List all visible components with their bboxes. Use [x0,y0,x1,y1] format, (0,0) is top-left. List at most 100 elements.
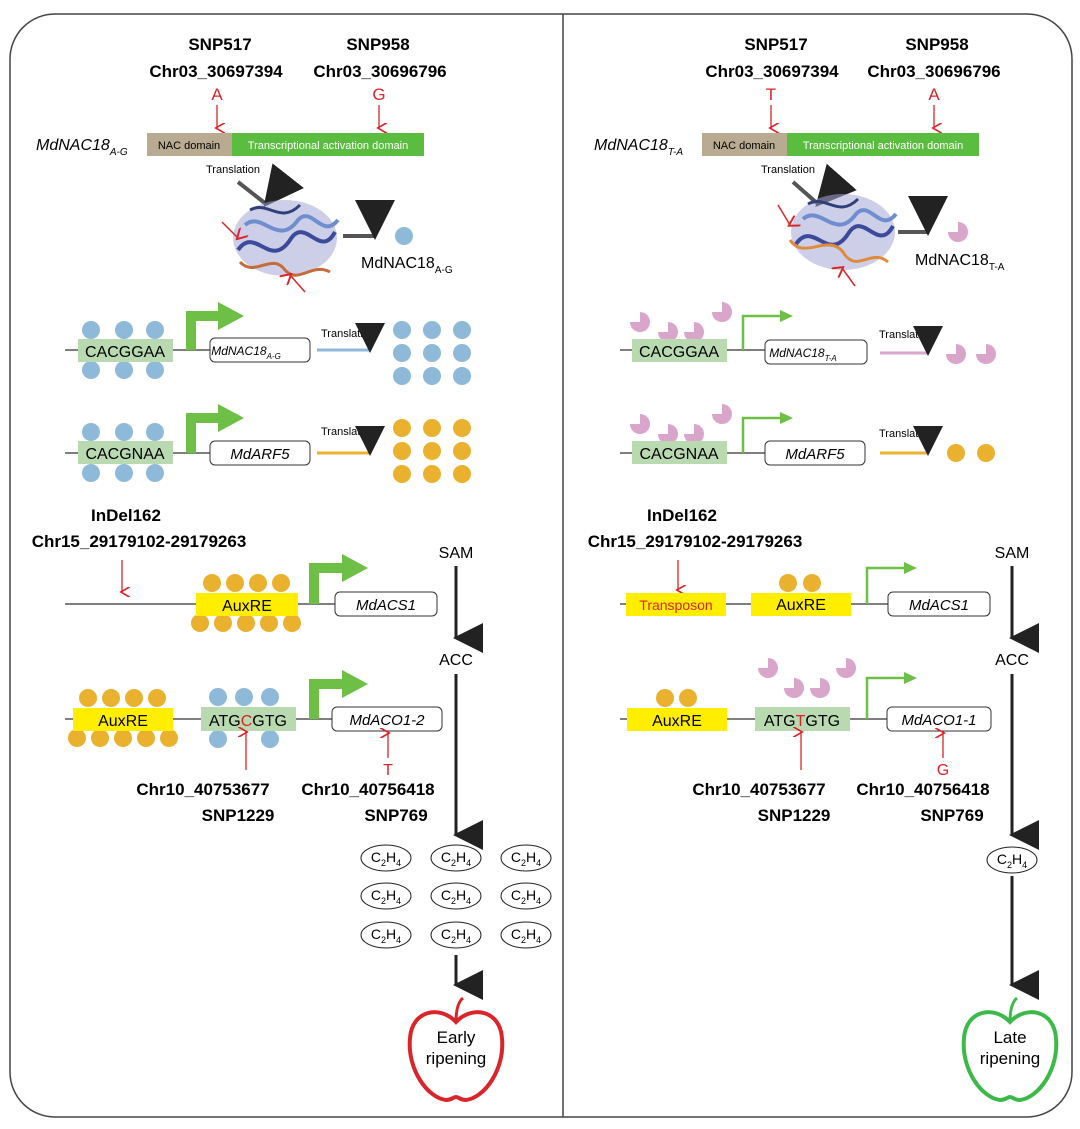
c2h4-c: C [441,926,451,942]
svg-text:C2H4: C2H4 [441,849,471,868]
right-indel-pos: Chr15_29179102-29179263 [588,532,803,551]
left-snp958-name: SNP958 [346,35,409,54]
c2h4-c-sub: 2 [381,858,386,868]
left-snp517-name: SNP517 [188,35,251,54]
right-gene2: MdARF5 [785,446,845,463]
right-auxre-1: AuxRE [776,597,826,614]
right-indel-name: InDel162 [647,506,717,525]
left-aco: MdACO1-2 [349,712,425,729]
left-ta-domain-label: Transcriptional activation domain [248,140,408,152]
left-gene2: MdARF5 [230,446,290,463]
right-acs: MdACS1 [909,597,969,614]
left-aco-motif-post: GTG [252,713,287,730]
right-motif2: CACGNAA [639,446,718,463]
right-gene1-name: MdNAC18 [769,346,825,360]
c2h4-c: C [997,851,1007,867]
svg-text:ATGCGTG: ATGCGTG [209,713,287,730]
right-aco-motif-pre: ATG [764,713,796,730]
left-acs: MdACS1 [356,597,416,614]
svg-text:C2H4: C2H4 [997,851,1027,870]
c2h4-c: C [511,849,521,865]
c2h4-h: H [456,887,466,903]
right-auxre-2: AuxRE [652,713,702,730]
c2h4-h: H [386,887,396,903]
left-gene-name: MdNAC18 [36,137,110,154]
left-sam: SAM [439,545,474,562]
left-ripening-2: ripening [426,1049,487,1068]
c2h4-h-sub: 4 [396,896,401,906]
left-snp769-allele: T [383,762,393,779]
svg-text:C2H4: C2H4 [371,849,401,868]
left-aco-motif-snp: C [241,713,253,730]
c2h4-c: C [511,926,521,942]
svg-text:ATGTGTG: ATGTGTG [764,713,840,730]
right-panel: SNP517 Chr03_30697394 SNP958 Chr03_30696… [588,35,1059,1103]
left-snp517-allele: A [211,85,223,104]
left-snp958-pos: Chr03_30696796 [313,62,446,81]
right-snp1229-pos: Chr10_40753677 [692,780,825,799]
right-aco-motif-snp: T [796,713,806,730]
c2h4-c-sub: 2 [1007,860,1012,870]
svg-text:MdNAC18T-A: MdNAC18T-A [769,346,837,363]
right-snp769-allele: G [937,762,949,779]
c2h4-c-sub: 2 [521,858,526,868]
left-indel-name: InDel162 [91,506,161,525]
left-ripening-1: Early [437,1028,476,1047]
c2h4-h-sub: 4 [466,896,471,906]
right-snp958-name: SNP958 [905,35,968,54]
left-protein-allele: A-G [435,265,453,276]
c2h4-c: C [511,887,521,903]
svg-text:C2H4: C2H4 [511,849,541,868]
right-protein-allele: T-A [989,262,1005,273]
left-aco-motif-pre: ATG [209,713,241,730]
left-nac-domain-label: NAC domain [158,140,220,152]
apple-icon [961,996,1059,1103]
c2h4-c-sub: 2 [451,896,456,906]
left-snp958-allele: G [372,85,385,104]
svg-text:C2H4: C2H4 [511,926,541,945]
c2h4-h-sub: 4 [536,935,541,945]
c2h4-h-sub: 4 [1022,860,1027,870]
right-ripening-1: Late [993,1028,1026,1047]
left-gene1-allele: A-G [266,352,281,361]
c2h4-h-sub: 4 [466,858,471,868]
left-translation-label: Translation [206,164,260,176]
right-gene1-allele: T-A [825,354,837,363]
left-gene-allele: A-G [109,147,128,158]
right-nac-domain-label: NAC domain [713,140,775,152]
left-ethylene-group: C2H4 C2H4 C2H4 C2H4 C2H4 C2H4 C2H4 C2H4 … [360,844,552,949]
svg-text:C2H4: C2H4 [371,926,401,945]
c2h4-h: H [456,926,466,942]
right-snp769-pos: Chr10_40756418 [856,780,989,799]
left-ta-domain [232,133,424,156]
c2h4-h-sub: 4 [396,935,401,945]
right-gene-name: MdNAC18 [594,137,668,154]
left-snp1229-name: SNP1229 [202,806,275,825]
outer-frame [9,13,1073,1118]
right-snp958-allele: A [928,85,940,104]
c2h4-c-sub: 2 [451,858,456,868]
right-row1-translation: Translation [879,329,933,341]
c2h4-h-sub: 4 [536,858,541,868]
svg-text:MdNAC18T-A: MdNAC18T-A [594,137,683,158]
svg-text:C2H4: C2H4 [511,887,541,906]
c2h4-h: H [526,849,536,865]
c2h4-h: H [456,849,466,865]
c2h4-c-sub: 2 [521,935,526,945]
left-auxre-1: AuxRE [222,598,272,615]
left-protein-name: MdNAC18 [361,255,435,272]
c2h4-c: C [441,887,451,903]
c2h4-c: C [441,849,451,865]
left-snp769-pos: Chr10_40756418 [301,780,434,799]
right-snp958-pos: Chr03_30696796 [867,62,1000,81]
left-row2-translation: Translation [321,426,375,438]
c2h4-h: H [1012,851,1022,867]
c2h4-c-sub: 2 [381,896,386,906]
right-gene-allele: T-A [668,147,684,158]
c2h4-c-sub: 2 [521,896,526,906]
right-snp517-name: SNP517 [744,35,807,54]
c2h4-c: C [371,849,381,865]
c2h4-h: H [386,849,396,865]
c2h4-c-sub: 2 [451,935,456,945]
